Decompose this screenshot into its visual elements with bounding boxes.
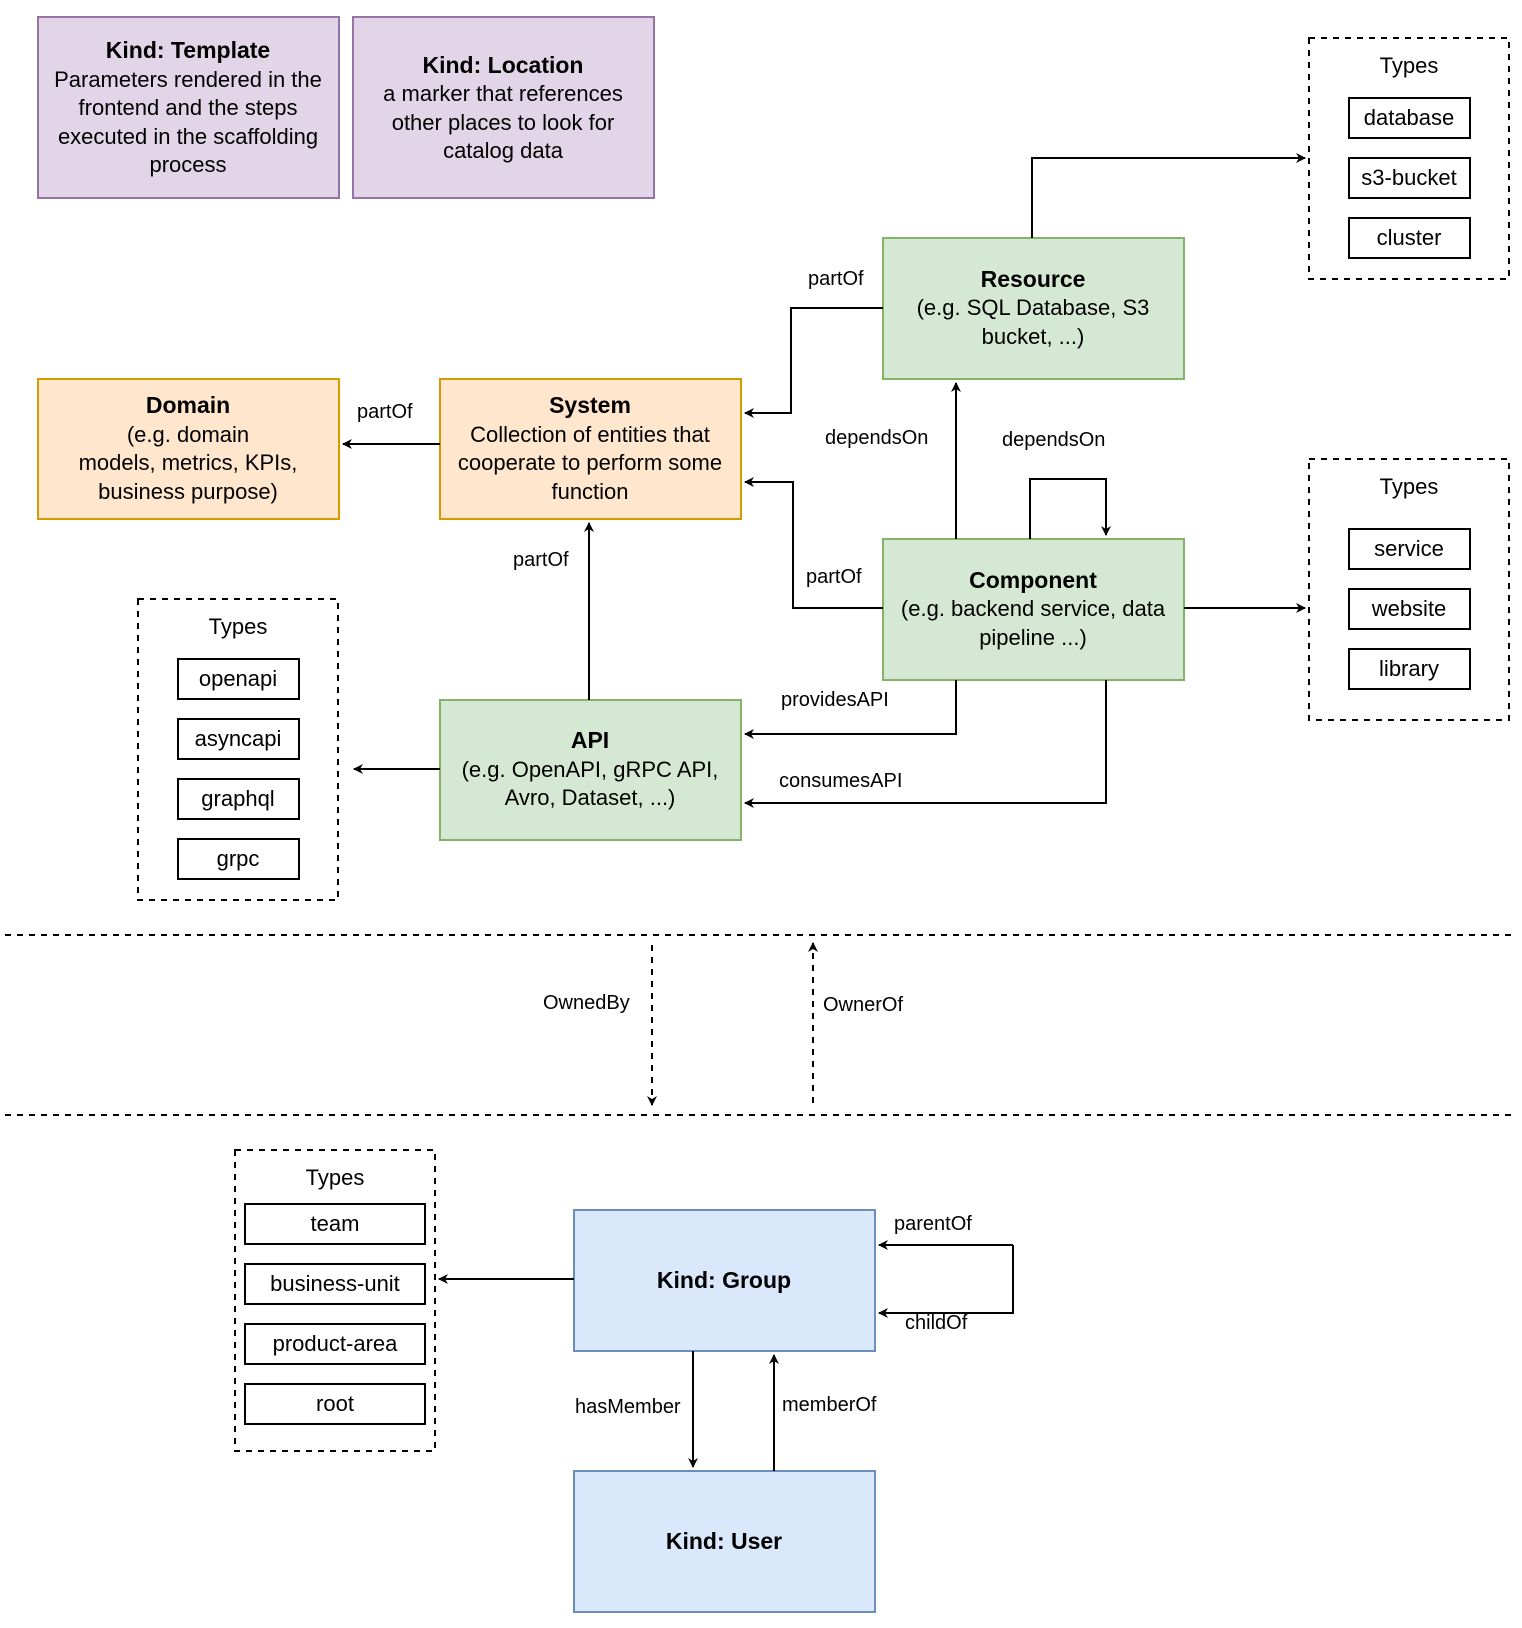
node-description-line: Avro, Dataset, ...) [505,785,676,810]
edge-component-dependson-self [1029,478,1111,539]
types-title: Types [1380,53,1439,78]
types-title: Types [306,1165,365,1190]
edge-label-providesapi: providesAPI [781,689,889,711]
type-item-database: database [1364,105,1455,130]
edge-label-parentof: parentOf [894,1213,972,1235]
node-resource[interactable]: Resource (e.g. SQL Database, S3 bucket, … [882,237,1185,380]
node-description-line: other places to look for [392,110,615,135]
node-title: Kind: Template [106,37,270,63]
types-resource: Types database s3-bucket cluster [1308,37,1510,280]
types-component: Types service website library [1308,458,1510,721]
node-system[interactable]: System Collection of entities that coope… [439,378,742,520]
type-item-openapi: openapi [199,666,277,691]
edge-label-system-partof-domain: partOf [357,401,413,423]
type-item-grpc: grpc [217,846,260,871]
node-description-line: business purpose) [98,479,278,504]
node-description-line: cooperate to perform some [458,450,722,475]
edge-component-partof-system [744,477,883,609]
edge-label-childof: childOf [905,1312,968,1334]
edge-label-api-partof: partOf [513,549,569,571]
type-item-service: service [1374,536,1444,561]
node-description-line: pipeline ...) [979,625,1087,650]
node-description-line: catalog data [443,138,564,163]
type-item-library: library [1379,656,1439,681]
node-description-line: Parameters rendered in the [54,67,322,92]
type-item-website: website [1371,596,1447,621]
node-description-line: (e.g. OpenAPI, gRPC API, [462,757,719,782]
type-item-business-unit: business-unit [270,1271,400,1296]
edge-label-ownedby: OwnedBy [543,992,630,1014]
type-item-product-area: product-area [273,1331,399,1356]
type-item-asyncapi: asyncapi [195,726,282,751]
node-description-line: function [551,479,628,504]
node-kind-template[interactable]: Kind: Template Parameters rendered in th… [37,16,340,199]
node-title: Kind: Location [423,52,584,78]
node-domain[interactable]: Domain (e.g. domain models, metrics, KPI… [37,378,340,520]
node-description-line: (e.g. backend service, data [901,596,1166,621]
types-title: Types [209,614,268,639]
node-description-line: (e.g. domain [127,422,249,447]
node-description-line: (e.g. SQL Database, S3 [917,295,1150,320]
node-description-line: executed in the scaffolding [58,124,318,149]
node-title: API [571,727,609,753]
node-title: System [549,392,631,418]
node-kind-location[interactable]: Kind: Location a marker that references … [352,16,655,199]
edge-label-dependson-self: dependsOn [1002,429,1105,451]
edge-label-consumesapi: consumesAPI [779,770,902,792]
node-component[interactable]: Component (e.g. backend service, data pi… [882,538,1185,681]
edge-childof [879,1245,1014,1314]
node-title: Resource [981,266,1086,292]
node-title: Kind: User [666,1528,782,1554]
type-item-cluster: cluster [1377,225,1442,250]
node-title: Kind: Group [657,1267,791,1293]
edge-providesapi [744,680,957,739]
node-kind-user[interactable]: Kind: User [573,1470,876,1613]
node-title: Domain [146,392,230,418]
node-kind-group[interactable]: Kind: Group [573,1209,876,1352]
type-item-s3-bucket: s3-bucket [1361,165,1456,190]
node-description-line: bucket, ...) [982,324,1085,349]
types-api: Types openapi asyncapi graphql grpc [137,598,339,901]
node-description-line: Collection of entities that [470,422,710,447]
edge-label-memberof: memberOf [782,1394,877,1416]
edge-label-component-partof: partOf [806,566,862,588]
type-item-root: root [316,1391,354,1416]
edge-label-resource-partof: partOf [808,268,864,290]
edge-label-ownerof: OwnerOf [823,994,903,1016]
node-description-line: models, metrics, KPIs, [79,450,298,475]
edge-label-hasmember: hasMember [575,1396,681,1418]
node-api[interactable]: API (e.g. OpenAPI, gRPC API, Avro, Datas… [439,699,742,841]
type-item-graphql: graphql [201,786,274,811]
edge-resource-types [1031,153,1306,238]
edge-resource-partof-system [744,307,883,418]
node-title: Component [969,567,1097,593]
types-title: Types [1380,474,1439,499]
types-group: Types team business-unit product-area ro… [234,1149,436,1452]
node-description-line: process [149,152,226,177]
node-description-line: frontend and the steps [79,95,298,120]
edge-label-dependson-resource: dependsOn [825,427,928,449]
type-item-team: team [311,1211,360,1236]
node-description-line: a marker that references [383,81,623,106]
edge-consumesapi [744,680,1107,808]
